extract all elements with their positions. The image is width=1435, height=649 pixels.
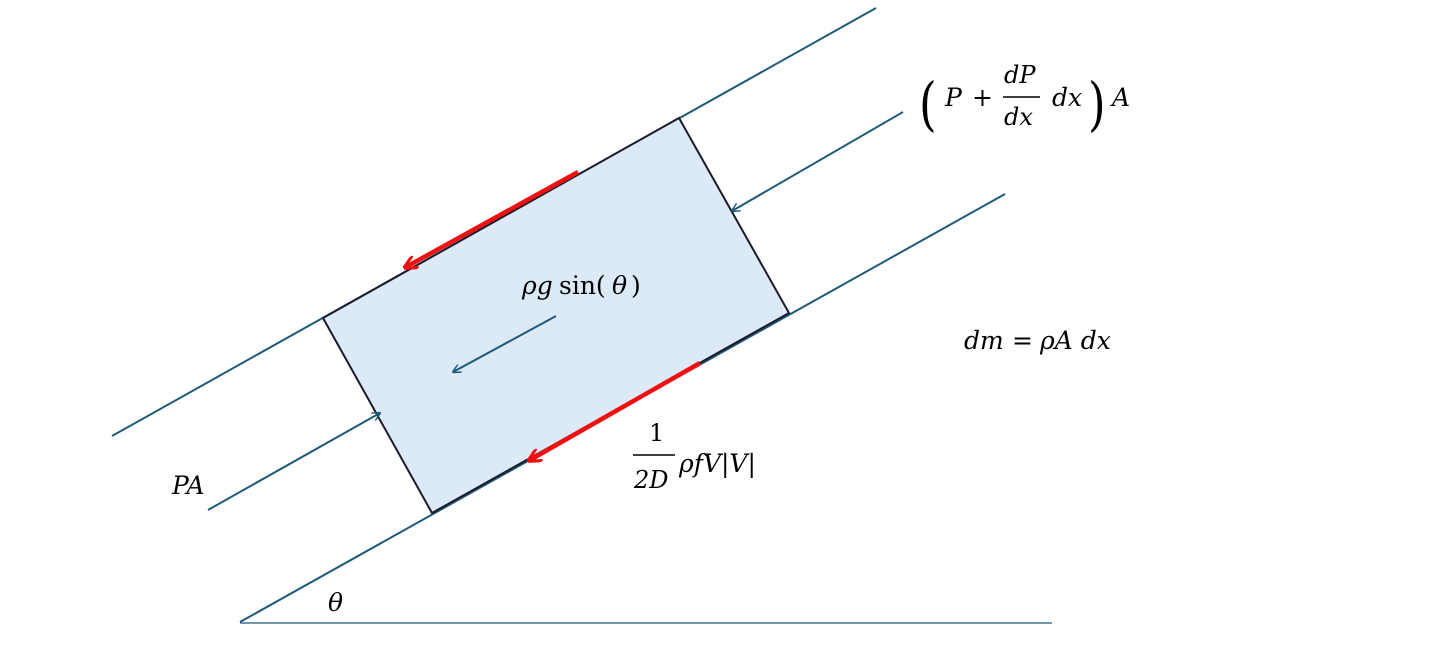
friction-arrow-upper xyxy=(406,170,580,267)
angle-theta-label: θ xyxy=(328,588,343,617)
pressure-left-label: PA xyxy=(171,471,205,500)
symbol-dx: dx xyxy=(1052,83,1082,112)
mass-label: dm = ρA dx xyxy=(964,326,1111,355)
frac-num-dp: dP xyxy=(1004,61,1036,89)
paren-open: ( xyxy=(919,72,937,139)
pressure-right-label: ( P + dP dx dx ) A xyxy=(919,61,1130,138)
frac-den-2d: 2D xyxy=(633,466,669,494)
fluid-element xyxy=(321,116,791,515)
symbol-dm: dm xyxy=(964,326,1004,355)
frac-den-dx: dx xyxy=(1004,103,1033,131)
friction-label: 1 2D ρfV|V| xyxy=(633,419,756,494)
symbol-p: P xyxy=(944,83,963,112)
pressure-right-arrow xyxy=(732,111,904,211)
friction-arrow-lower xyxy=(530,361,702,460)
pressure-left-arrow xyxy=(207,413,380,511)
sin-function: sin( xyxy=(559,271,606,300)
paren-close-small: ) xyxy=(631,271,641,300)
plus-sign: + xyxy=(972,83,993,112)
expr-rho-f-v-v: ρfV|V| xyxy=(678,449,756,479)
expr-rho-a-dx: ρA dx xyxy=(1039,326,1111,355)
frac-num-1: 1 xyxy=(649,419,664,447)
equals-sign: = xyxy=(1012,326,1033,355)
symbol-a: A xyxy=(1110,83,1130,112)
symbol-theta: θ xyxy=(612,271,627,300)
gravity-arrow xyxy=(453,315,557,372)
paren-close: ) xyxy=(1088,72,1106,139)
symbol-rho-g: ρg xyxy=(521,271,553,300)
gravity-label: ρg sin( θ ) xyxy=(521,271,641,300)
